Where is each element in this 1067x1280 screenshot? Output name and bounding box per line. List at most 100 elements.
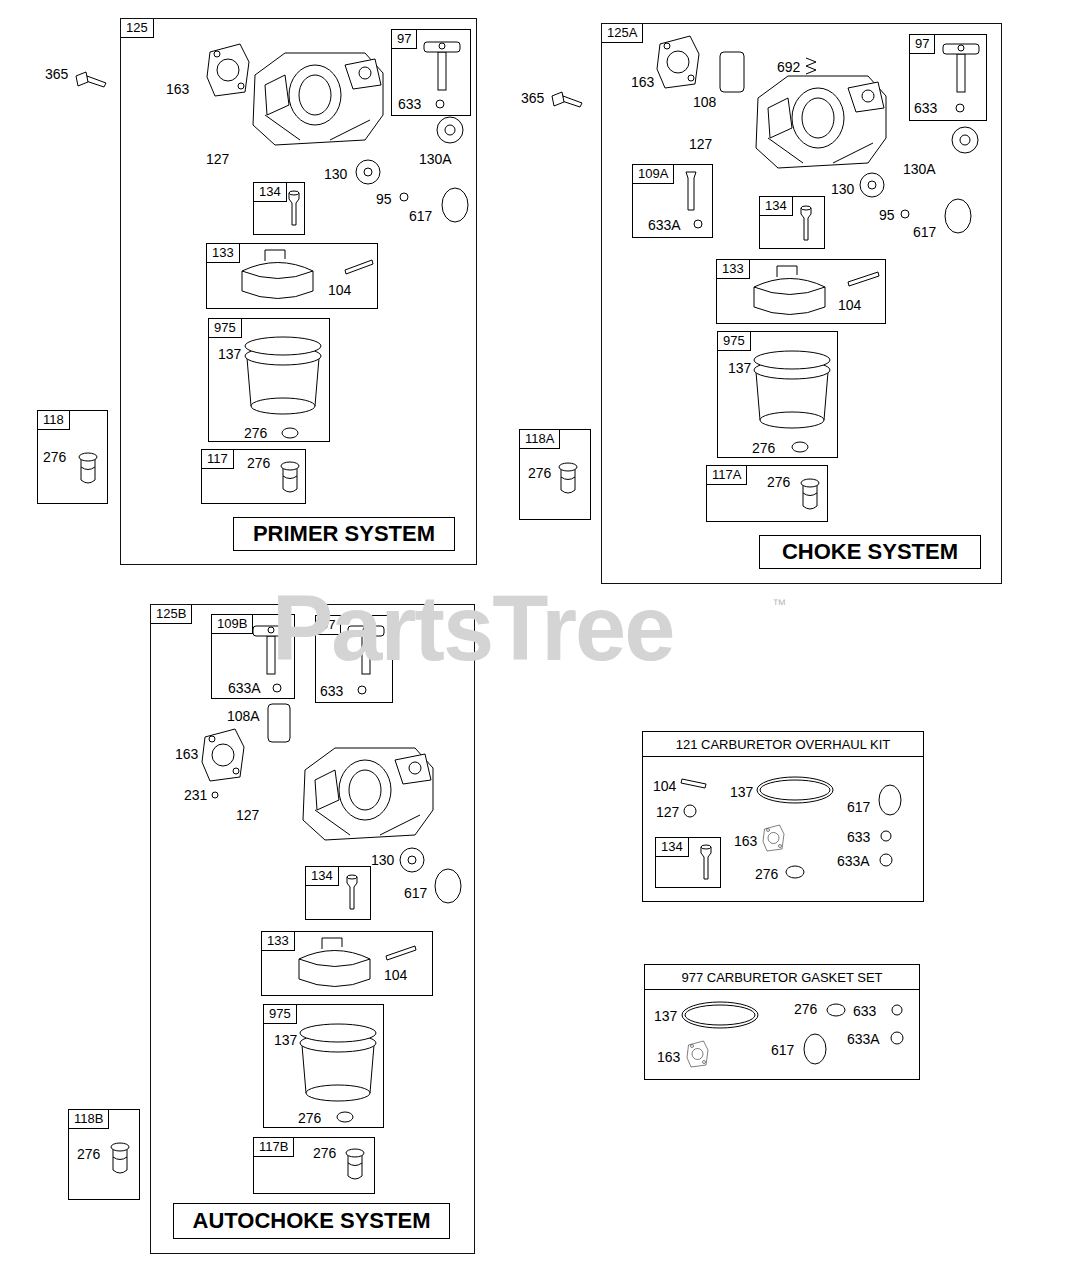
callout-number: 95 [879,207,895,223]
system-banner: PRIMER SYSTEM [233,517,455,551]
washer [827,1004,845,1016]
washer [880,854,892,866]
callout-number: 130A [903,161,936,177]
reference-number: 118B [69,1110,109,1129]
assembly-panel: 125A163108692127130130A9561797633109A633… [601,23,1002,584]
throttle-disc [860,173,884,197]
callout-number: 231 [184,787,207,803]
screw [901,210,909,218]
float-bowl [245,337,321,414]
jet [347,875,357,909]
callout-number: 137 [274,1032,297,1048]
washer [892,1005,902,1015]
callout-number: 163 [166,81,189,97]
o-ring [879,785,901,815]
callout-number: 617 [409,208,432,224]
kit-panel: 977 CARBURETOR GASKET SET137276633163617… [644,964,920,1080]
callout-number: 108 [693,94,716,110]
callout-number: 617 [913,224,936,240]
gasket [687,1041,708,1067]
seat [281,462,299,492]
callout-number: 276 [43,449,66,465]
spring [806,58,816,74]
callout-number: 633 [853,1003,876,1019]
washer [881,831,891,841]
reference-number: 125B [151,605,192,624]
callout-number: 617 [847,799,870,815]
seat [559,463,577,493]
screw [400,193,408,201]
part-box: 118B276 [68,1109,140,1200]
reference-number: 117A [707,466,747,485]
reference-number: 134 [760,197,793,216]
system-title: PRIMER SYSTEM [234,518,454,550]
reference-number: 97 [392,30,417,49]
seat [111,1143,129,1173]
watermark: PartsTree [272,578,673,678]
jet [801,206,811,240]
float-bowl [300,1024,376,1101]
pin [386,946,416,960]
seat [346,1149,364,1179]
callout-number: 633A [648,217,681,233]
callout-number: 130A [419,151,452,167]
callout-number: 127 [656,804,679,820]
bolt [552,92,582,107]
part-box: 134 [759,196,825,249]
callout-number: 104 [838,297,861,313]
o-ring [684,805,696,817]
bolt [76,72,106,87]
callout-number: 137 [728,360,751,376]
part-box: 975 137 276 [263,1004,384,1128]
part-box: 133104 [716,259,886,324]
part-box: 118 276 [37,410,108,504]
reference-number: 133 [262,932,295,951]
washer [273,684,281,692]
reference-number: 125 [121,19,154,38]
callout-number: 95 [376,191,392,207]
callout-number: 633A [847,1031,880,1047]
float-bowl [754,351,830,428]
throttle-disc [400,848,424,872]
bowl-gasket [682,1002,758,1028]
callout-number: 163 [631,74,654,90]
callout-number: 127 [206,151,229,167]
reference-number: 117B [254,1138,294,1157]
callout-number: 137 [730,784,753,800]
gasket [657,36,699,88]
callout-number: 163 [175,746,198,762]
callout-number: 276 [767,474,790,490]
jet [701,845,711,879]
reference-number: 118 [38,411,70,430]
reference-number: 134 [306,867,339,886]
callout-number: 633 [398,96,421,112]
reference-number: 125A [602,24,643,43]
pin [848,272,879,286]
reference-number: 109A [633,165,674,184]
plate [720,52,744,92]
callout-number: 130 [324,166,347,182]
callout-number: 365 [45,66,68,82]
float [242,250,313,299]
part-box: 975137276 [208,318,330,442]
reference-number: 134 [254,183,287,202]
callout-number: 633A [837,853,870,869]
reference-number: 975 [264,1005,297,1024]
washer [436,100,444,108]
assembly-panel: 125B163108A231127130617109B633A976331341… [150,604,475,1254]
seat [801,479,819,509]
part-box: 134 [655,837,721,888]
callout-number: 276 [752,440,775,456]
gasket [202,729,244,781]
part-box: 118A276 [519,429,591,520]
o-ring [945,199,971,233]
kit-title: 977 CARBURETOR GASKET SET [645,965,919,990]
callout-number: 276 [755,866,778,882]
washer [956,104,964,112]
reference-number: 134 [656,838,689,857]
callout-number: 276 [794,1001,817,1017]
kit-panel: 121 CARBURETOR OVERHAUL KIT1041271376171… [642,731,924,902]
callout-number: 163 [657,1049,680,1065]
callout-number: 276 [298,1110,321,1126]
pin [345,260,373,274]
